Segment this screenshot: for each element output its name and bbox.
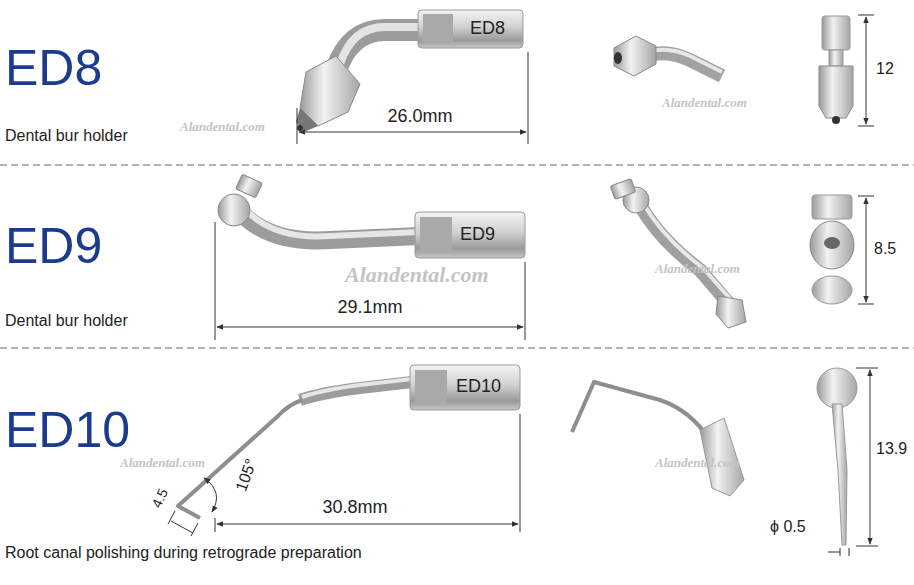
ed10-tip (178, 365, 520, 518)
ed10-iso-view (572, 382, 744, 496)
model-name: ED10 (5, 402, 130, 460)
angle-value: 105° (232, 457, 261, 494)
dimension-line (858, 15, 874, 126)
dimension-line (215, 222, 525, 340)
ed9-tip (218, 174, 525, 258)
angle-arc (204, 478, 217, 512)
dimension-value: ϕ 0.5 (770, 518, 806, 536)
watermark: Alandental.com (120, 456, 205, 471)
model-name: ED9 (5, 218, 102, 276)
engraved-code: ED9 (460, 224, 495, 245)
engraved-code: ED8 (470, 18, 505, 39)
ed9-front-view (810, 195, 854, 304)
description: Dental bur holder (5, 127, 128, 145)
ed9-iso-view (610, 179, 746, 328)
dimension-line (828, 368, 878, 556)
dimension-value: 30.8mm (322, 497, 387, 518)
ed10-front-view (817, 368, 857, 545)
dimension-value: 26.0mm (387, 106, 452, 127)
ed8-tip (296, 10, 523, 132)
dimension-value: 29.1mm (337, 297, 402, 318)
dimension-value: 12 (876, 60, 894, 78)
dimension-line (858, 196, 874, 304)
separator (0, 347, 914, 349)
engraved-code: ED10 (456, 376, 501, 397)
dimension-value: 8.5 (874, 240, 896, 258)
ed8-front-view (819, 16, 853, 124)
model-name: ED8 (5, 40, 102, 98)
dimension-line (168, 511, 198, 536)
dimension-value: 13.9 (876, 440, 907, 458)
dimension-line (215, 414, 520, 532)
ed8-iso-view (614, 36, 722, 76)
description: Root canal polishing during retrograde p… (5, 544, 362, 562)
description: Dental bur holder (5, 312, 128, 330)
watermark: Alandental.com (655, 262, 740, 277)
dimension-line (297, 52, 528, 144)
watermark: Alandental.com (345, 262, 489, 287)
dimension-value: 4.5 (148, 486, 171, 510)
watermark: Alandental.com (180, 120, 265, 135)
watermark: Alandental.com (662, 96, 747, 111)
watermark: Alandental.com (655, 456, 740, 471)
separator (0, 164, 914, 166)
